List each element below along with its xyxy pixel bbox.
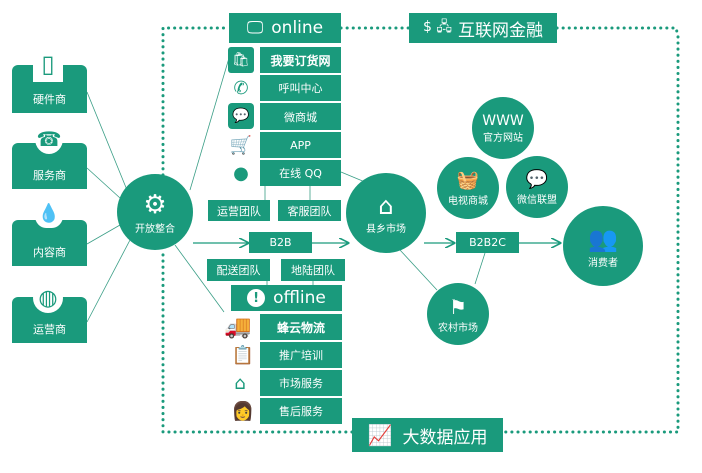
- supplier-label: 内容商: [33, 246, 66, 259]
- finance-header: $ 🖧 互联网金融: [409, 13, 557, 43]
- online-item: 呼叫中心: [260, 75, 341, 101]
- offline-item: 推广培训: [260, 342, 342, 368]
- phone-icon: ▯: [33, 46, 63, 82]
- offline-item: 蜂云物流: [260, 314, 342, 340]
- official-website: WWW 官方网站: [472, 97, 534, 159]
- rural-market: ⚑ 农村市场: [427, 283, 489, 345]
- wechat-label: 微信联盟: [517, 194, 557, 206]
- county-market: ⌂ 县乡市场: [346, 173, 426, 253]
- hub-label: 开放整合: [135, 223, 175, 235]
- qq-icon: ●: [233, 162, 249, 184]
- team-label: 客服团队: [287, 204, 332, 218]
- wechat-icon: 💬: [525, 168, 549, 190]
- offline-item: 售后服务: [260, 398, 342, 424]
- item-label: 在线 QQ: [279, 167, 322, 180]
- online-item: 在线 QQ: [260, 160, 341, 186]
- b2b-label: B2B: [269, 236, 292, 249]
- item-label: 我要订货网: [270, 53, 331, 68]
- wechat-alliance: 💬 微信联盟: [506, 156, 568, 218]
- team-label: 运营团队: [217, 204, 261, 218]
- people-icon: 👥: [588, 224, 618, 253]
- bigdata-title: 大数据应用: [402, 427, 488, 448]
- houses-icon: ⌂: [234, 372, 246, 394]
- hand-drop-icon: 💧: [35, 198, 63, 228]
- online-header: 🖵 online: [229, 13, 341, 43]
- rural-label: 农村市场: [438, 322, 478, 334]
- offline-item: 市场服务: [260, 370, 342, 396]
- b2b-box: B2B: [249, 232, 312, 253]
- b2b2c-label: B2B2C: [469, 236, 506, 249]
- b2b2c-box: B2B2C: [456, 232, 519, 253]
- houses-icon: ⌂: [378, 191, 394, 220]
- signpost-icon: ⚑: [449, 294, 467, 319]
- cart-icon: 🛒: [229, 134, 253, 156]
- supplier-label: 硬件商: [33, 93, 66, 106]
- truck-icon: 🚚: [224, 314, 252, 340]
- tv-mall: 🧺 电视商城: [437, 157, 499, 219]
- item-label: 蜂云物流: [276, 320, 325, 335]
- finance-title: 互联网金融: [457, 20, 543, 41]
- phone-call-icon: ✆: [233, 77, 249, 99]
- item-label: 呼叫中心: [278, 82, 323, 95]
- monitor-wifi-icon: 🖵: [246, 18, 264, 38]
- item-label: 推广培训: [279, 349, 323, 362]
- clipboard-icon: 📋: [231, 344, 255, 366]
- item-label: 微商城: [284, 110, 317, 124]
- delivery-team: 配送团队: [207, 259, 270, 281]
- woman-icon: 👩: [231, 400, 255, 422]
- team-label: 配送团队: [216, 264, 261, 277]
- supplier-label: 运营商: [33, 323, 66, 336]
- item-label: APP: [290, 138, 311, 152]
- basket-icon: 🧺: [456, 169, 480, 191]
- globe-hand-icon: ◍: [33, 283, 63, 313]
- offline-title: offline: [273, 288, 326, 308]
- ground-team: 地陆团队: [281, 259, 345, 281]
- online-item: 微商城: [260, 103, 341, 130]
- online-item: APP: [260, 132, 341, 158]
- dotted-frame: [161, 26, 680, 434]
- exclamation-icon: !: [247, 289, 266, 307]
- item-label: 售后服务: [279, 405, 323, 418]
- bigdata-header: 📈 大数据应用: [352, 418, 503, 452]
- offline-header: ! offline: [231, 285, 342, 311]
- dollar-network-icon: $ 🖧: [423, 19, 452, 35]
- supplier-content: 内容商: [12, 220, 87, 266]
- wechat-icon: 💬: [228, 103, 254, 129]
- tvmall-label: 电视商城: [448, 195, 488, 207]
- online-title: online: [271, 18, 324, 38]
- consumer-label: 消费者: [588, 257, 618, 269]
- team-label: 地陆团队: [291, 264, 335, 277]
- chart-growth-icon: 📈: [367, 423, 393, 447]
- consumer: 👥 消费者: [563, 206, 643, 286]
- ops-team: 运营团队: [208, 200, 270, 221]
- cs-team: 客服团队: [278, 200, 341, 221]
- county-label: 县乡市场: [366, 223, 406, 235]
- www-icon: WWW: [482, 112, 524, 129]
- online-item: 我要订货网: [260, 47, 341, 73]
- www-label: 官方网站: [483, 132, 523, 144]
- customer-service-icon: ☎: [35, 124, 63, 154]
- hub-open-integration: ⚙ 开放整合: [117, 174, 193, 250]
- supplier-label: 服务商: [33, 169, 66, 182]
- gears-icon: ⚙: [143, 189, 167, 220]
- item-label: 市场服务: [279, 377, 323, 390]
- basket-tablet-icon: 🛍: [228, 47, 254, 73]
